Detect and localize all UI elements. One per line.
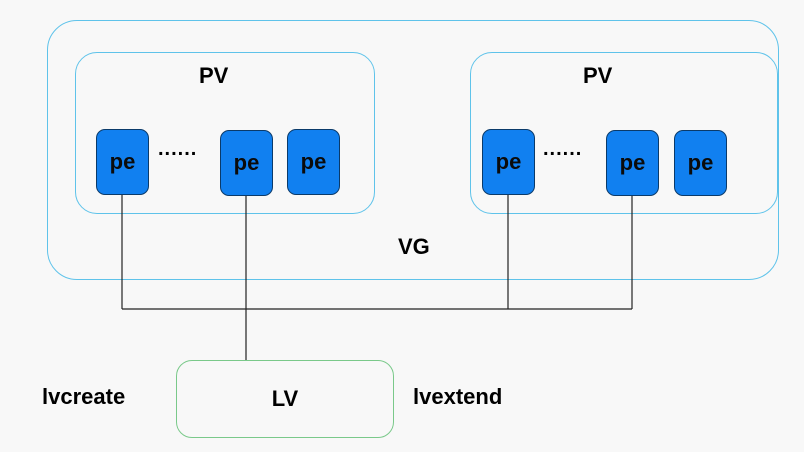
pv-right-ellipsis: ...... <box>543 138 583 160</box>
pv-right-pe-2: pe <box>606 130 659 196</box>
logical-volume-box: LV <box>176 360 394 438</box>
pv-left-pe-3: pe <box>287 129 340 195</box>
lvcreate-label: lvcreate <box>42 384 126 409</box>
pv-left-ellipsis: ...... <box>158 138 198 160</box>
pv-left-label: PV <box>199 63 229 88</box>
vg-label: VG <box>398 234 430 259</box>
lvextend-label: lvextend <box>413 384 503 409</box>
pv-left-pe-2: pe <box>220 130 273 196</box>
pv-left-pe-1: pe <box>96 129 149 195</box>
pv-right-pe-1: pe <box>482 129 535 195</box>
lv-label: LV <box>271 386 299 411</box>
pv-right-pe-3: pe <box>674 130 727 196</box>
pv-right-label: PV <box>583 63 613 88</box>
